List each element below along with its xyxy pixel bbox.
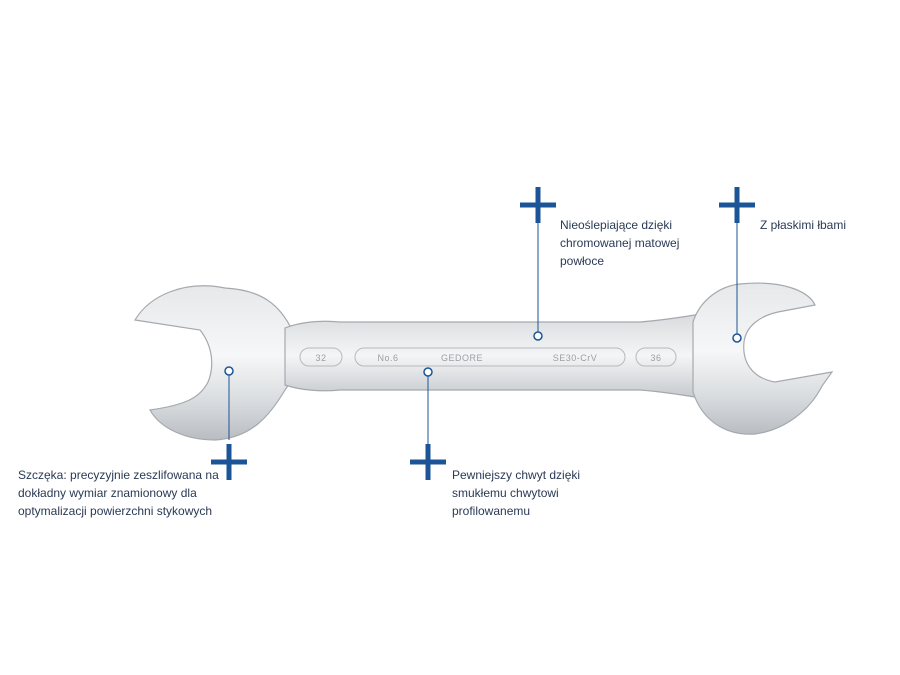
plus-icon-grip [410, 444, 446, 480]
plus-icon-jaw [211, 444, 247, 480]
wrench-shaft [284, 311, 713, 401]
wrench: 32 No.6 GEDORE SE30-CrV 36 [134, 282, 834, 441]
callout-dot-jaw [224, 366, 234, 376]
size-stamp-right-frame [635, 347, 677, 367]
callout-dot-heads [732, 333, 742, 343]
size-stamp-left-frame [299, 347, 343, 367]
plus-icon-heads [719, 187, 755, 223]
callout-dot-grip [423, 367, 433, 377]
model-stamp-frame [354, 347, 626, 367]
size-stamp-right: 36 [650, 353, 661, 363]
callout-heads-text: Z płaskimi łbami [760, 218, 847, 232]
wrench-right-head [692, 282, 834, 435]
brand-stamp: GEDORE [441, 353, 483, 363]
wrench-left-head [134, 285, 293, 441]
size-stamp-left: 32 [315, 353, 326, 363]
callout-grip-text: Pewniejszy chwyt dzięki smukłemu chwytow… [452, 468, 581, 518]
plus-icon-coating [520, 187, 556, 223]
model-stamp: No.6 [377, 353, 398, 363]
callout-dot-coating [533, 331, 543, 341]
steel-stamp: SE30-CrV [553, 353, 598, 363]
callout-jaw-text: Szczęka: precyzyjnie zeszlifowana na dok… [18, 468, 219, 518]
callout-coating-text: Nieoślepiające dzięki chromowanej matowe… [560, 218, 680, 268]
